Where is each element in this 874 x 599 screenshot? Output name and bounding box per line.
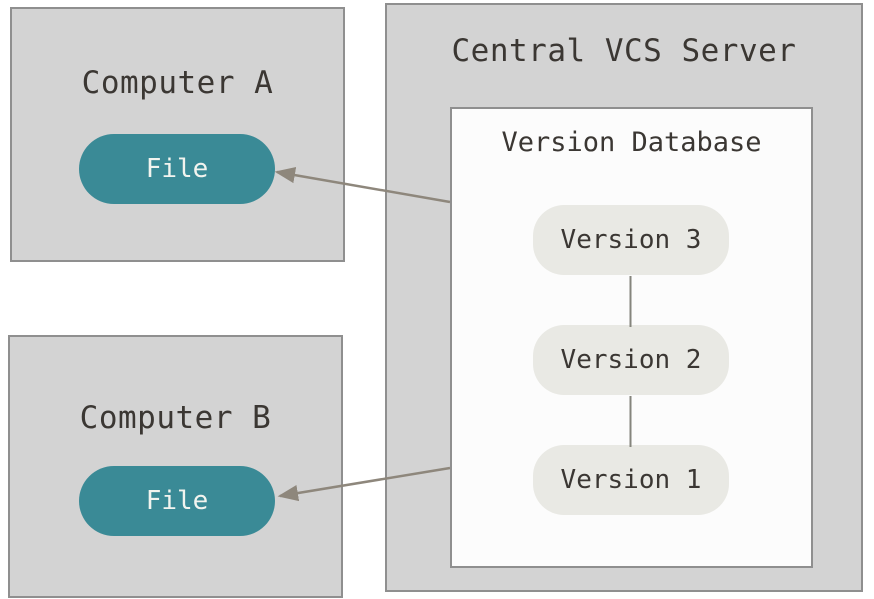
central-vcs-server-title: Central VCS Server (451, 33, 797, 69)
version-1-pill: Version 1 (533, 445, 729, 515)
version-database-title: Version Database (501, 127, 762, 158)
computer-b-box: Computer B File (8, 335, 343, 598)
computer-a-box: Computer A File (10, 7, 345, 262)
version-3-pill: Version 3 (533, 205, 729, 275)
version-2-label: Version 2 (560, 345, 702, 375)
computer-a-file-pill: File (79, 134, 275, 204)
computer-a-title: Computer A (81, 65, 274, 101)
version-database-panel: Version Database Version 3 Version 2 Ver… (450, 107, 813, 568)
computer-b-title: Computer B (79, 400, 272, 436)
computer-b-file-label: File (145, 486, 209, 516)
version-1-label: Version 1 (560, 465, 702, 495)
computer-a-file-label: File (145, 154, 209, 184)
version-2-pill: Version 2 (533, 325, 729, 395)
computer-b-file-pill: File (79, 466, 275, 536)
version-3-label: Version 3 (560, 225, 702, 255)
central-vcs-server-box: Central VCS Server Version Database Vers… (385, 3, 863, 592)
